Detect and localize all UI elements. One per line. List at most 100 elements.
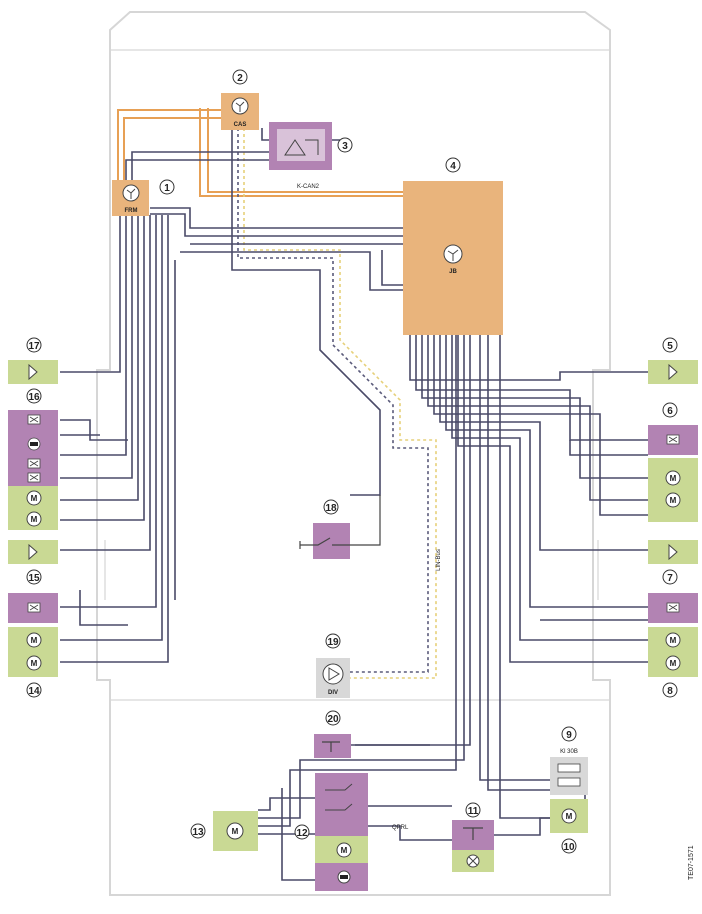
door-module-7 xyxy=(648,593,698,623)
svg-text:11: 11 xyxy=(468,806,479,817)
motor-icon: M xyxy=(566,812,573,821)
svg-text:7: 7 xyxy=(667,573,673,584)
callout-16: 16 xyxy=(26,388,42,404)
switch-icon xyxy=(300,495,381,546)
frm-wires xyxy=(60,151,403,663)
jb-wires-left xyxy=(174,243,403,600)
k-can2-bus xyxy=(117,108,403,197)
fuse-icon xyxy=(29,474,39,481)
lamp-right-lower xyxy=(648,540,698,564)
svg-text:10: 10 xyxy=(563,842,575,853)
motor-icon: M xyxy=(670,659,677,668)
callout-13: 13 xyxy=(190,823,206,839)
motors-right-upper: M M xyxy=(648,458,698,522)
svg-text:12: 12 xyxy=(296,828,308,839)
div-label: DIV xyxy=(328,690,338,696)
svg-text:19: 19 xyxy=(327,637,339,648)
led-icon xyxy=(28,543,38,561)
svg-text:18: 18 xyxy=(325,503,337,514)
lamp-5 xyxy=(648,360,698,384)
figure-code: TE07-1571 xyxy=(688,845,695,880)
svg-text:2: 2 xyxy=(237,73,243,84)
vehicle-outline xyxy=(96,11,611,896)
motor-10: M xyxy=(550,799,588,833)
minus-icon xyxy=(340,875,348,879)
motor-icon: M xyxy=(31,494,38,503)
door-module-6 xyxy=(648,425,698,455)
callout-1: 1 xyxy=(159,179,175,195)
switch-icon xyxy=(322,741,340,752)
svg-text:6: 6 xyxy=(667,406,673,417)
qprl-label: QPRL xyxy=(392,825,409,831)
lower-wires xyxy=(258,335,586,881)
minus-icon xyxy=(30,442,38,446)
fuse-icon xyxy=(668,604,678,611)
motor-icon: M xyxy=(31,515,38,524)
div-module: DIV xyxy=(316,658,350,698)
motor-icon: M xyxy=(670,496,677,505)
callout-9: 9 xyxy=(561,726,577,742)
cas-module: CAS xyxy=(221,93,259,130)
jb-wires-right xyxy=(409,335,648,663)
transistor-icon xyxy=(235,101,245,112)
kl30b-label: Kl 30B xyxy=(560,749,578,755)
motor-icon: M xyxy=(31,636,38,645)
fuse-icon xyxy=(29,604,39,611)
callout-12: 12 xyxy=(294,824,310,840)
fuse-icon xyxy=(29,460,39,467)
callout-18: 18 xyxy=(323,499,339,515)
svg-text:14: 14 xyxy=(28,686,40,697)
svg-text:9: 9 xyxy=(566,730,572,741)
led-icon xyxy=(668,363,678,381)
callout-20: 20 xyxy=(325,710,341,726)
callout-4: 4 xyxy=(445,157,461,173)
motor-icon: M xyxy=(232,827,239,836)
callout-5: 5 xyxy=(662,337,678,353)
callout-14: 14 xyxy=(26,682,42,698)
transistor-icon xyxy=(126,188,136,199)
cas-label: CAS xyxy=(234,122,247,128)
svg-text:3: 3 xyxy=(342,141,348,152)
callouts: 1 2 3 4 5 6 7 8 9 10 11 12 13 14 15 16 1… xyxy=(26,69,678,854)
callout-19: 19 xyxy=(325,633,341,649)
transistor-icon xyxy=(447,249,459,261)
switch-icon xyxy=(325,783,353,811)
switch-icon xyxy=(463,827,483,840)
junction-box: JB xyxy=(403,181,503,335)
lamp-17 xyxy=(8,360,58,384)
switch-20 xyxy=(314,734,351,758)
svg-text:4: 4 xyxy=(450,161,456,172)
k-can2-label: K-CAN2 xyxy=(297,184,320,190)
motors-left-lower: M M xyxy=(8,627,58,677)
callout-17: 17 xyxy=(26,337,42,353)
motors-left-upper: M M xyxy=(8,486,58,530)
motor-icon: M xyxy=(670,474,677,483)
svg-text:20: 20 xyxy=(327,714,339,725)
callout-2: 2 xyxy=(232,69,248,85)
fuse-icon xyxy=(29,416,39,423)
led-icon xyxy=(28,363,38,381)
switch-icon xyxy=(284,139,306,156)
triangle-icon xyxy=(328,667,340,681)
motor-icon: M xyxy=(670,636,677,645)
door-module-15 xyxy=(8,593,58,623)
frm-module: FRM xyxy=(112,180,149,216)
callout-15: 15 xyxy=(26,569,42,585)
frm-label: FRM xyxy=(125,208,138,214)
module-11 xyxy=(452,820,494,872)
callout-6: 6 xyxy=(662,402,678,418)
relay-block-12: M xyxy=(315,773,368,891)
svg-text:15: 15 xyxy=(28,573,40,584)
switch-18 xyxy=(299,495,381,559)
svg-text:5: 5 xyxy=(667,341,673,352)
fuse-icon xyxy=(668,436,678,443)
callout-7: 7 xyxy=(662,569,678,585)
motor-icon: M xyxy=(341,846,348,855)
motor-13: M xyxy=(213,811,258,851)
motors-right-lower: M M xyxy=(648,627,698,677)
callout-11: 11 xyxy=(465,802,481,818)
fuse-box-9: Kl 30B xyxy=(550,749,588,795)
led-icon xyxy=(668,543,678,561)
lamp-left-lower xyxy=(8,540,58,564)
